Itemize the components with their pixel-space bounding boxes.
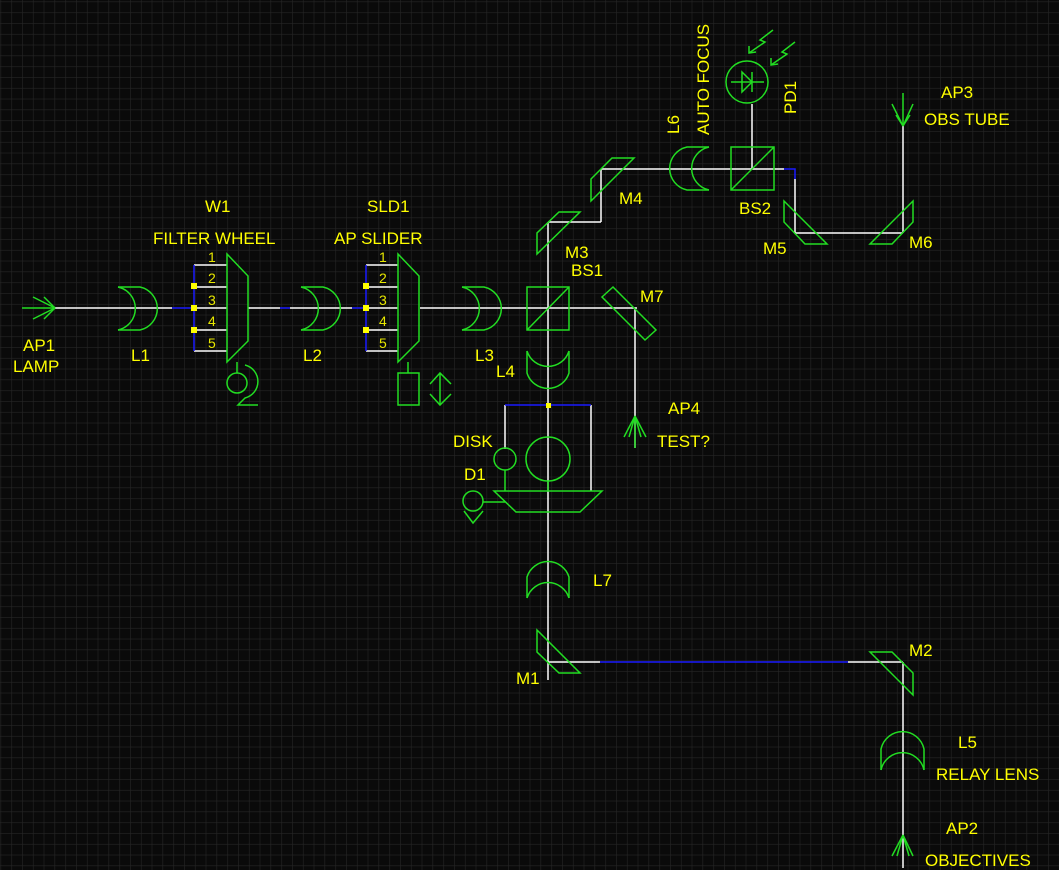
sld1-aperture-slider-symbol[interactable] bbox=[397, 252, 420, 406]
junctions bbox=[191, 283, 551, 408]
m2-mirror-symbol[interactable] bbox=[868, 651, 914, 697]
pd1-ref-label: PD1 bbox=[781, 81, 800, 114]
m4-mirror-symbol[interactable] bbox=[590, 157, 636, 203]
ap2-ref-label: AP2 bbox=[946, 819, 978, 838]
l5-lens-symbol[interactable] bbox=[880, 730, 925, 771]
w1-ref-label: W1 bbox=[205, 197, 231, 216]
sld1-pin-3: 3 bbox=[379, 292, 387, 308]
sld1-desc-label: AP SLIDER bbox=[334, 229, 423, 248]
w1-pin-5: 5 bbox=[208, 335, 216, 351]
m5-ref-label: M5 bbox=[763, 239, 787, 258]
l7-ref-label: L7 bbox=[593, 571, 612, 590]
l6-lens-symbol[interactable] bbox=[668, 146, 710, 191]
ap2-aperture-arrow[interactable] bbox=[891, 834, 914, 857]
bs1-beamsplitter-symbol[interactable] bbox=[526, 286, 570, 331]
m3-mirror-symbol[interactable] bbox=[536, 211, 582, 256]
ap4-aperture-arrow[interactable] bbox=[623, 415, 647, 448]
w1-filter-wheel-symbol[interactable] bbox=[226, 252, 259, 406]
m1-mirror-symbol[interactable] bbox=[536, 628, 582, 674]
autofocus-desc-label: AUTO FOCUS bbox=[694, 24, 713, 135]
l2-lens-symbol[interactable] bbox=[300, 286, 342, 331]
d1-drive-symbol[interactable] bbox=[462, 490, 484, 525]
ap1-ref-label: AP1 bbox=[23, 336, 55, 355]
l5-ref-label: L5 bbox=[958, 733, 977, 752]
pd1-photodiode-symbol[interactable] bbox=[725, 29, 796, 104]
beam-paths bbox=[55, 104, 904, 868]
ap1-desc-label: LAMP bbox=[13, 357, 59, 376]
sld1-pin-2: 2 bbox=[379, 270, 387, 286]
m2-ref-label: M2 bbox=[909, 641, 933, 660]
disk-desc-label: DISK bbox=[453, 432, 493, 451]
ap4-ref-label: AP4 bbox=[668, 399, 700, 418]
m4-ref-label: M4 bbox=[619, 189, 643, 208]
m7-ref-label: M7 bbox=[640, 287, 664, 306]
m5-mirror-symbol[interactable] bbox=[783, 199, 829, 245]
d1-ref-label: D1 bbox=[464, 465, 486, 484]
ap3-desc-label: OBS TUBE bbox=[924, 110, 1010, 129]
sld1-pin-4: 4 bbox=[379, 313, 387, 329]
w1-pin-1: 1 bbox=[208, 249, 216, 265]
updown-arrow-icon bbox=[429, 371, 452, 407]
l6-ref-label: L6 bbox=[664, 115, 683, 134]
l1-lens-symbol[interactable] bbox=[117, 286, 159, 331]
bs1-ref-label: BS1 bbox=[571, 261, 603, 280]
m7-mirror-symbol[interactable] bbox=[600, 285, 658, 342]
ap4-desc-label: TEST? bbox=[657, 432, 710, 451]
bs2-beamsplitter-symbol[interactable] bbox=[730, 146, 775, 191]
m1-ref-label: M1 bbox=[516, 669, 540, 688]
l1-ref-label: L1 bbox=[131, 346, 150, 365]
l7-lens-symbol[interactable] bbox=[526, 560, 570, 599]
w1-pin-4: 4 bbox=[208, 313, 216, 329]
l3-ref-label: L3 bbox=[475, 346, 494, 365]
disk-assembly-symbol[interactable] bbox=[483, 436, 604, 513]
w1-desc-label: FILTER WHEEL bbox=[153, 229, 275, 248]
ap3-ref-label: AP3 bbox=[941, 83, 973, 102]
bs2-ref-label: BS2 bbox=[739, 199, 771, 218]
l3-lens-symbol[interactable] bbox=[461, 286, 503, 331]
l2-ref-label: L2 bbox=[303, 346, 322, 365]
ap2-desc-label: OBJECTIVES bbox=[925, 851, 1031, 870]
w1-pin-2: 2 bbox=[208, 270, 216, 286]
m6-mirror-symbol[interactable] bbox=[868, 199, 914, 245]
w1-pin-3: 3 bbox=[208, 292, 216, 308]
sld1-pin-1: 1 bbox=[379, 249, 387, 265]
l4-lens-symbol[interactable] bbox=[526, 350, 570, 390]
m6-ref-label: M6 bbox=[909, 233, 933, 252]
m3-ref-label: M3 bbox=[565, 243, 589, 262]
sld1-ref-label: SLD1 bbox=[367, 197, 410, 216]
l5-desc-label: RELAY LENS bbox=[936, 765, 1039, 784]
l4-ref-label: L4 bbox=[496, 362, 515, 381]
sld1-pin-5: 5 bbox=[379, 335, 387, 351]
ap1-aperture-arrow[interactable] bbox=[22, 296, 56, 320]
ap3-aperture-arrow[interactable] bbox=[891, 93, 914, 127]
